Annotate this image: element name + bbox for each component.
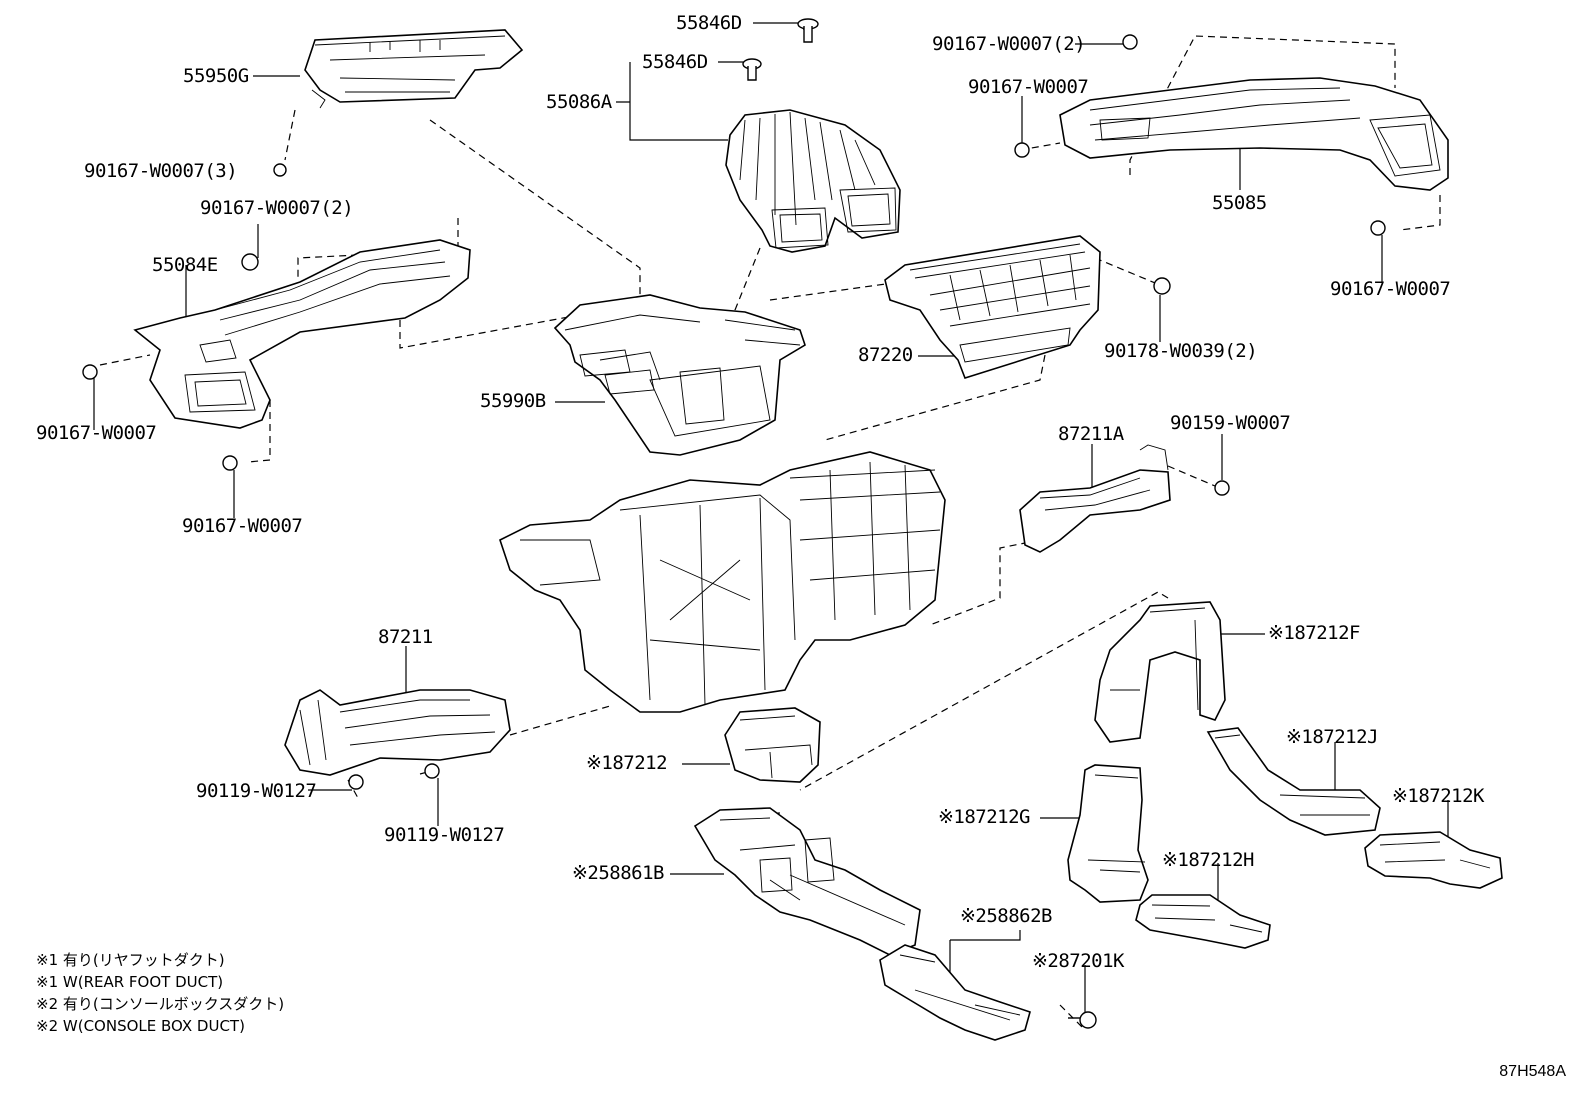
part-55084e-drawing — [133, 239, 471, 429]
label-90159-w0007: 90159-W0007 — [1170, 412, 1291, 434]
bolts-right-drawing — [1014, 34, 1386, 295]
label-87212j: ※187212J — [1286, 726, 1379, 748]
label-90119-w0127-a: 90119-W0127 — [196, 780, 317, 802]
part-55085-drawing — [1059, 77, 1449, 191]
label-55085: 55085 — [1212, 192, 1267, 214]
part-87211a-drawing — [1019, 444, 1230, 553]
footnote-1-en: ※1 W(REAR FOOT DUCT) — [36, 973, 224, 991]
label-87212k: ※187212K — [1392, 785, 1485, 807]
label-55084e: 55084E — [152, 254, 218, 276]
label-58862b: ※258862B — [960, 905, 1053, 927]
label-90167-w0007-2-right: 90167-W0007(2) — [932, 33, 1086, 55]
label-90167-w0007-3: 90167-W0007(3) — [84, 160, 238, 182]
label-87212f: ※187212F — [1268, 622, 1361, 644]
bolts-left-drawing — [82, 163, 287, 471]
label-90167-w0007-b: 90167-W0007 — [182, 515, 303, 537]
part-87212f-drawing — [1094, 601, 1226, 743]
label-90119-w0127-b: 90119-W0127 — [384, 824, 505, 846]
clip-87201k-drawing — [1068, 1011, 1097, 1029]
label-87212h: ※187212H — [1162, 849, 1255, 871]
part-87212j-drawing — [1206, 727, 1381, 836]
label-55086a: 55086A — [546, 91, 612, 113]
label-87220: 87220 — [858, 344, 913, 366]
label-58861b: ※258861B — [572, 862, 665, 884]
footnote-2-jp: ※2 有り(コンソールボックスダクト) — [36, 995, 285, 1013]
label-55950g: 55950G — [183, 65, 249, 87]
label-87211: 87211 — [378, 626, 433, 648]
label-90167-w0007-d: 90167-W0007 — [1330, 278, 1451, 300]
part-87212h-drawing — [1135, 894, 1271, 949]
part-87212g-drawing — [1067, 764, 1149, 903]
label-87211a: 87211A — [1058, 423, 1124, 445]
part-55086a-drawing — [725, 109, 901, 253]
footnote-2-en: ※2 W(CONSOLE BOX DUCT) — [36, 1017, 245, 1035]
label-55990b: 55990B — [480, 390, 546, 412]
part-55950g-drawing — [304, 29, 524, 109]
label-55846d: 55846D — [642, 51, 708, 73]
label-90167-w0007-2-left: 90167-W0007(2) — [200, 197, 354, 219]
label-87212g: ※187212G — [938, 806, 1031, 828]
part-87212-drawing — [724, 707, 821, 783]
part-58861b-drawing — [693, 807, 921, 956]
diagram-id: 87H548A — [1499, 1063, 1566, 1080]
part-58862b-drawing — [879, 944, 1031, 1041]
footnote-1-jp: ※1 有り(リヤフットダクト) — [36, 951, 225, 969]
hvac-unit-drawing — [499, 451, 946, 713]
part-87212k-drawing — [1364, 831, 1503, 889]
part-87220-drawing — [884, 235, 1101, 379]
part-87211-drawing — [284, 689, 511, 790]
label-87201k: ※287201K — [1032, 950, 1125, 972]
clip-55846d-drawing — [742, 18, 819, 81]
label-55846d-top: 55846D — [676, 12, 742, 34]
part-55990b-drawing — [553, 294, 806, 456]
label-90167-w0007-a: 90167-W0007 — [36, 422, 157, 444]
label-87212: ※187212 — [586, 752, 668, 774]
label-90178-w0039-2: 90178-W0039(2) — [1104, 340, 1258, 362]
label-90167-w0007-c: 90167-W0007 — [968, 76, 1089, 98]
